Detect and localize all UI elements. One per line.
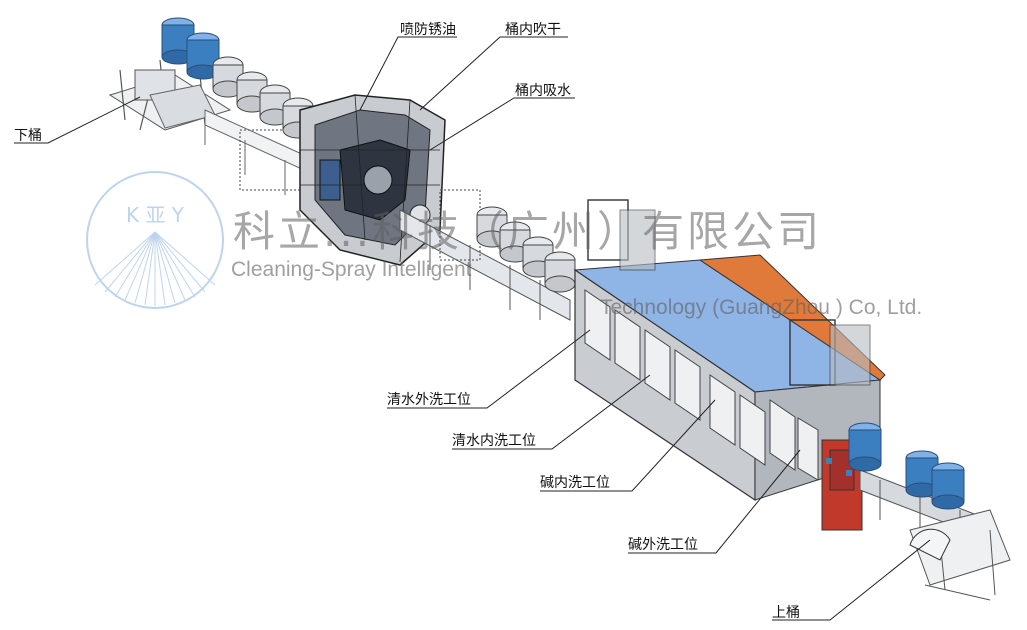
label-inner-blow-dry: 桶内吹干 <box>505 22 561 38</box>
gray-drums-middle <box>476 206 576 293</box>
watermark-company-en-1: Cleaning-Spray Intelligent <box>231 258 472 281</box>
watermark-company-cn: 科立...科技（广州）有限公司 <box>233 207 823 256</box>
drum-stack-load <box>848 422 965 510</box>
label-clean-water-inner-wash: 清水内洗工位 <box>452 433 536 449</box>
unloading-station <box>108 59 232 131</box>
label-inner-water-suction: 桶内吸水 <box>515 83 571 99</box>
watermark-company-en-2: Technology (GuangZhou ) Co, Ltd. <box>600 296 923 319</box>
washing-cabins <box>573 199 886 502</box>
drum-stack-unload <box>161 17 220 80</box>
label-alkali-outer-wash: 碱外洗工位 <box>628 537 698 553</box>
label-clean-water-outer-wash: 清水外洗工位 <box>387 392 471 408</box>
label-load-drum: 上桶 <box>772 605 800 621</box>
label-alkali-inner-wash: 碱内洗工位 <box>540 475 610 491</box>
watermark-logo: K 亚 Y <box>86 171 224 309</box>
leader-lines <box>14 36 931 621</box>
gray-drums-upper <box>212 56 314 139</box>
middle-conveyor <box>399 189 571 321</box>
watermark-logo-text: K 亚 Y <box>126 203 185 227</box>
label-unload-drum: 下桶 <box>14 128 42 144</box>
label-rust-oil-spray: 喷防锈油 <box>400 22 456 38</box>
loading-station <box>859 469 1011 601</box>
